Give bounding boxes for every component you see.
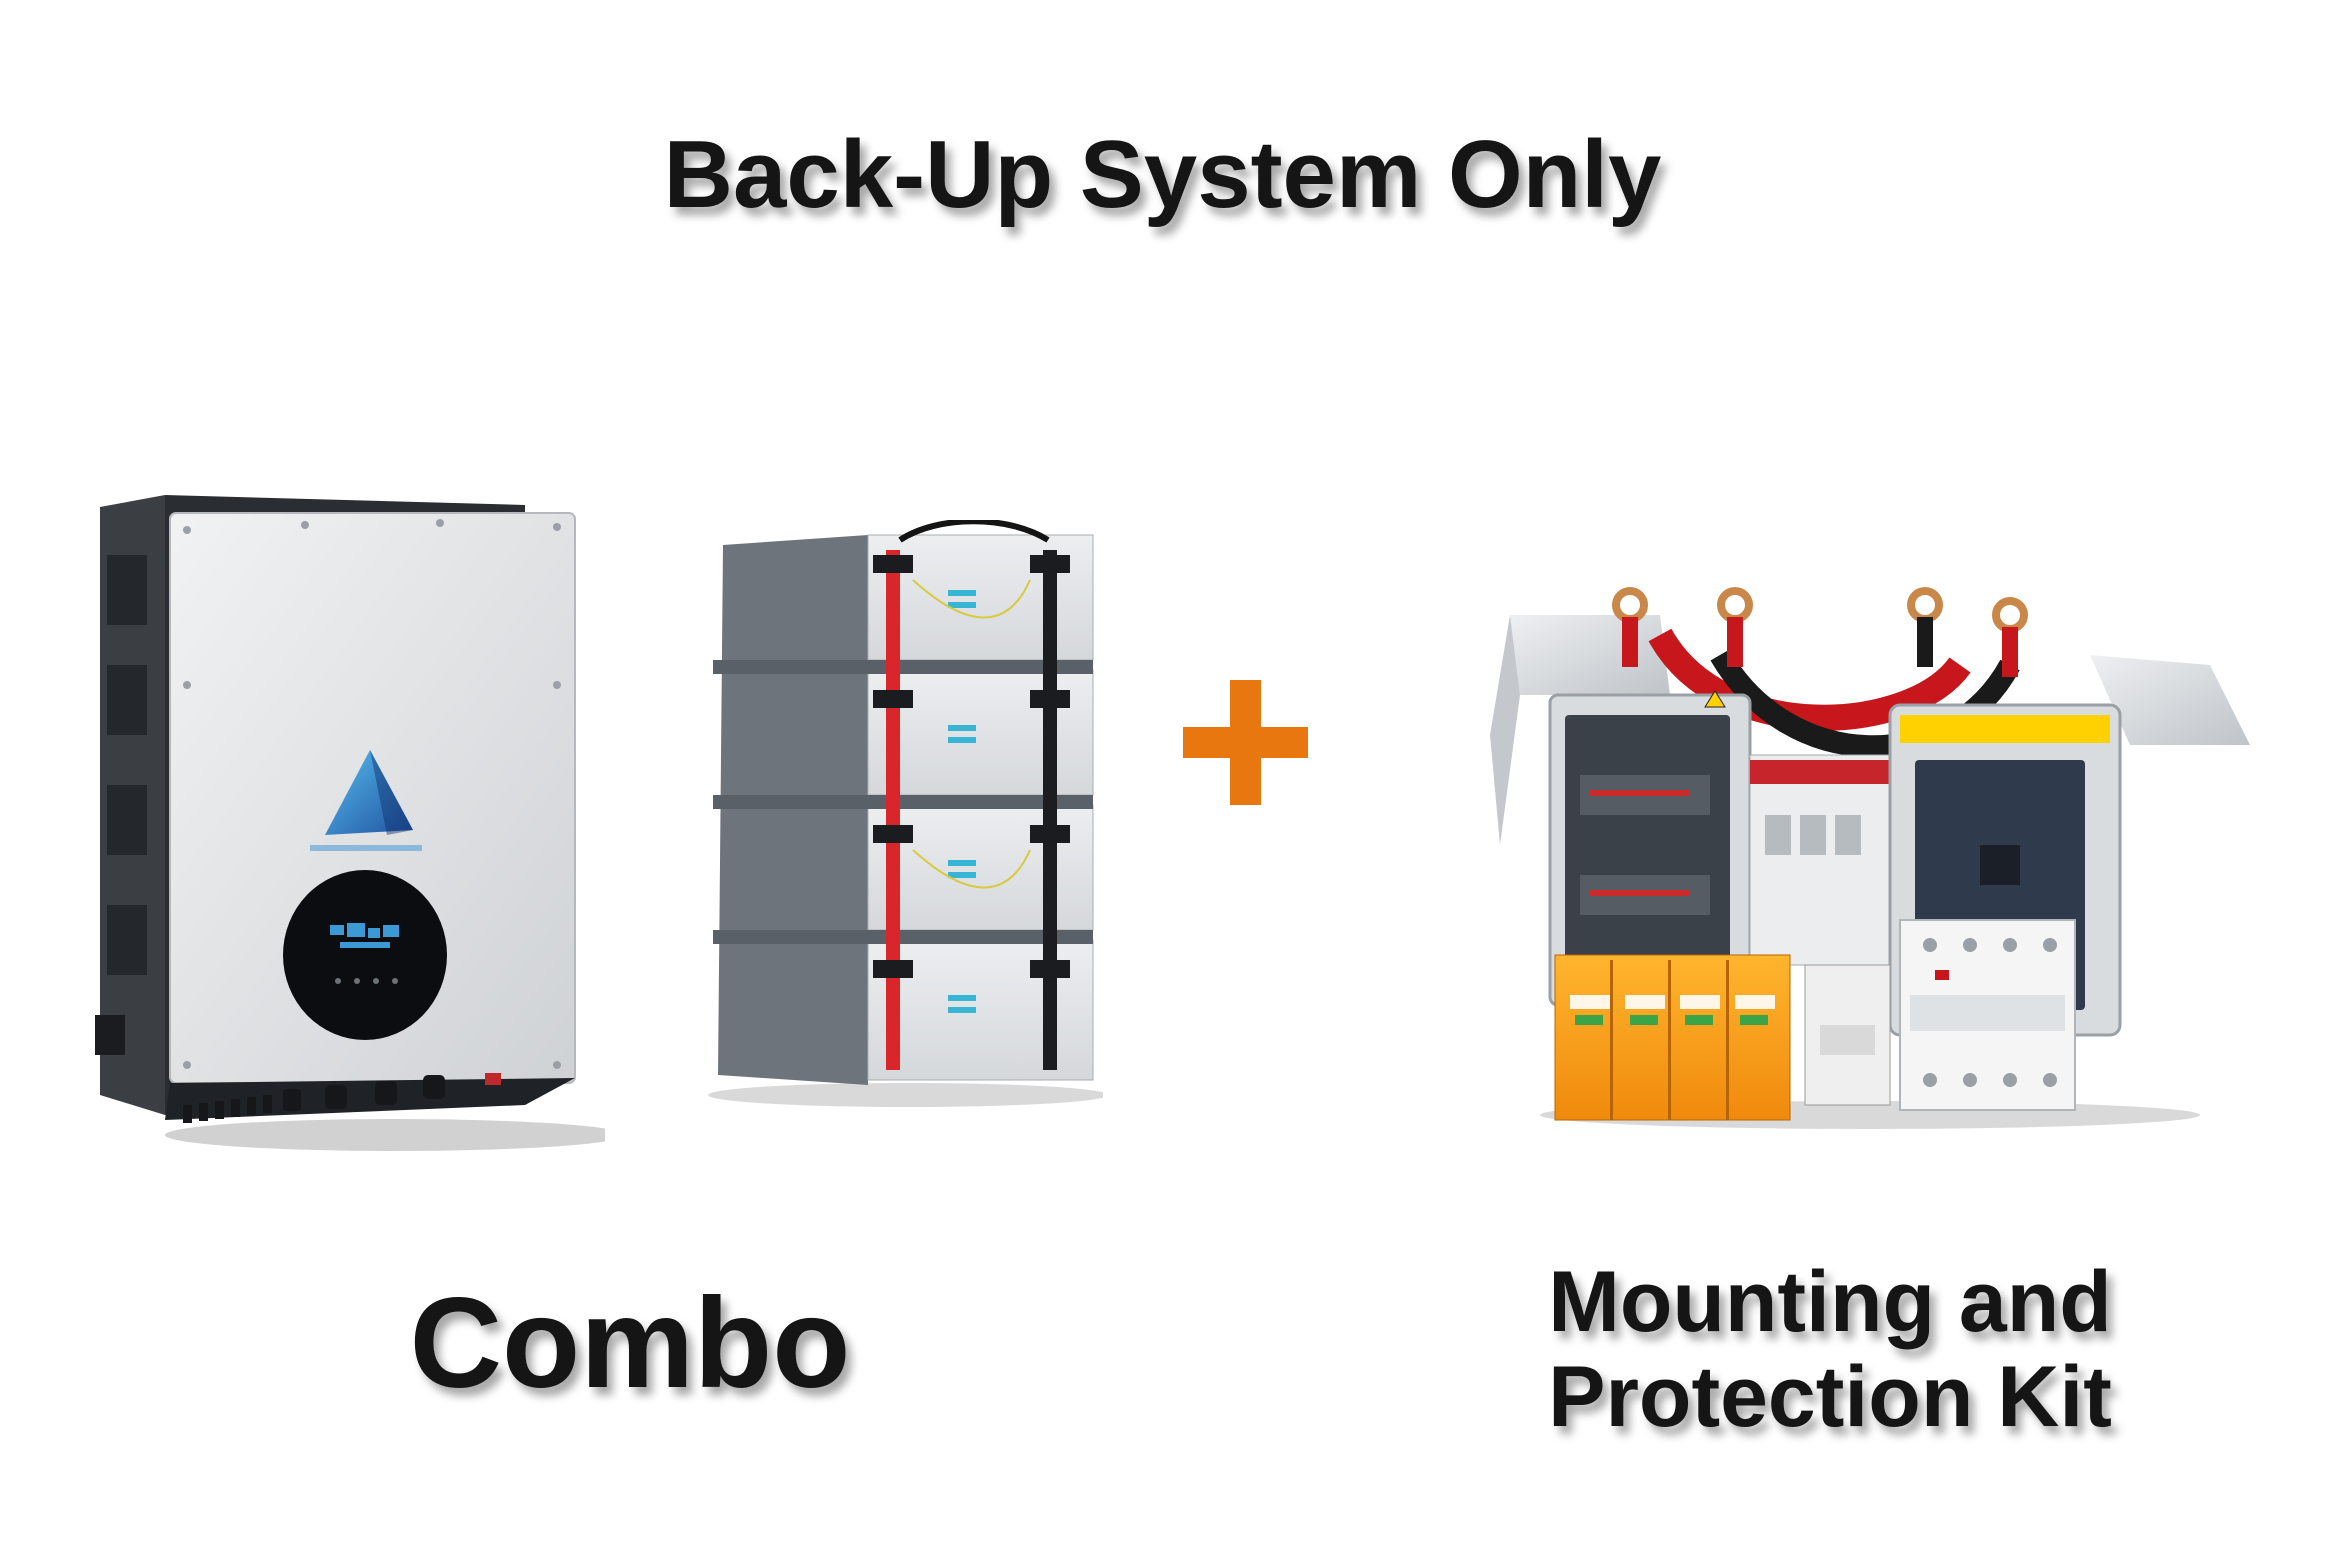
kit-caption-line-2: Protection Kit — [1548, 1348, 2112, 1445]
battery-stack-image — [708, 520, 1103, 1110]
kit-caption-line-1: Mounting and — [1548, 1254, 2112, 1350]
plus-icon — [1183, 680, 1308, 805]
kit-caption: Mounting and Protection Kit — [1440, 1255, 2220, 1444]
protection-kit-image — [1490, 575, 2260, 1135]
combo-caption: Combo — [409, 1272, 851, 1415]
page-title: Back-Up System Only — [663, 121, 1662, 228]
inverter-image — [95, 495, 605, 1155]
